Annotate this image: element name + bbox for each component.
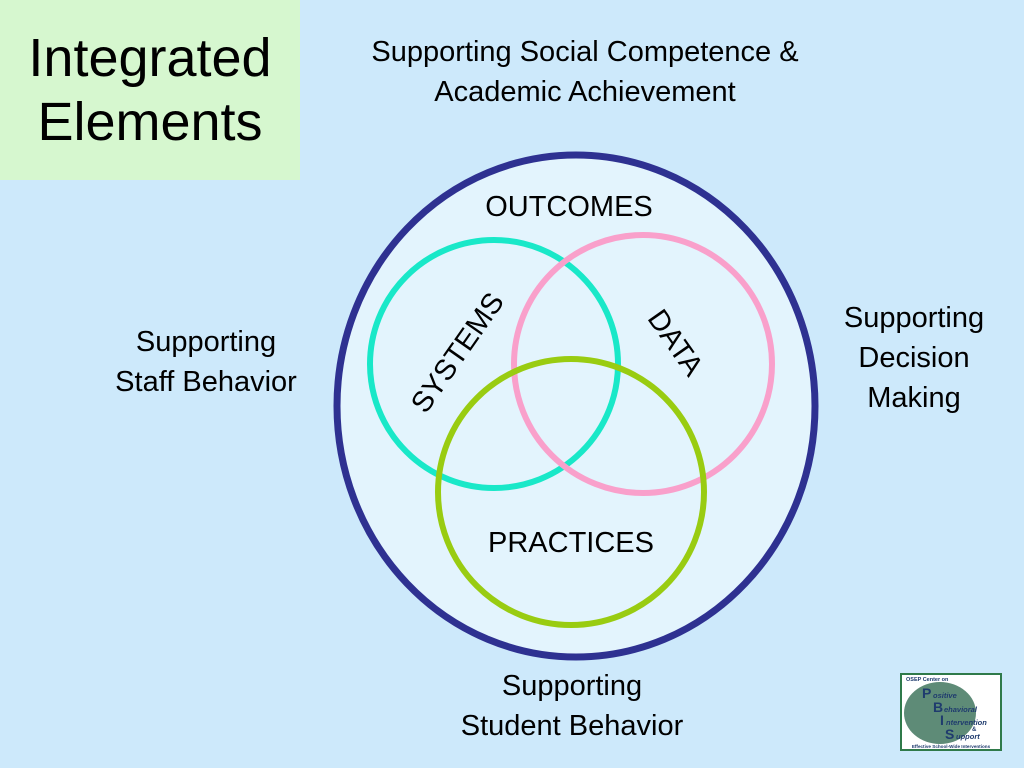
data-circle: [511, 232, 775, 496]
logo-letter-s: S: [945, 726, 954, 742]
right-label-line-1: Supporting: [843, 302, 985, 334]
outcomes-label: OUTCOMES: [485, 191, 653, 223]
title-box: Integrated Elements: [0, 0, 300, 180]
title-line-1: Integrated: [28, 28, 272, 88]
supporting-student-behavior-label: Supporting Student Behavior: [420, 666, 724, 746]
title-line-2: Elements: [37, 92, 263, 152]
logo-disc: [904, 682, 976, 744]
supporting-decision-making-label: Supporting Decision Making: [814, 298, 1014, 418]
logo-line-p: ositive: [933, 691, 957, 700]
logo-amp: &: [972, 727, 977, 733]
top-label-line-2: Academic Achievement: [434, 76, 736, 108]
practices-circle: [435, 356, 707, 628]
bottom-label-line-1: Supporting: [501, 670, 643, 702]
logo-line-b: ehavioral: [944, 705, 978, 714]
top-label-line-1: Supporting Social Competence &: [371, 36, 799, 68]
logo-footer: Effective School-Wide Interventions: [912, 744, 991, 749]
right-label-line-2: Decision: [858, 342, 970, 374]
logo-letter-b: B: [933, 699, 943, 715]
left-label-line-1: Supporting: [135, 326, 277, 358]
pbis-logo: OSEP Center on P ositive B ehavioral I n…: [900, 673, 1002, 751]
logo-line-i: ntervention: [946, 718, 987, 727]
right-label-line-3: Making: [867, 382, 961, 414]
logo-letter-i: I: [940, 712, 944, 728]
systems-circle: [367, 237, 621, 491]
logo-header: OSEP Center on: [906, 677, 949, 683]
supporting-social-competence-label: Supporting Social Competence & Academic …: [322, 32, 848, 112]
logo-letter-p: P: [922, 685, 931, 701]
left-label-line-2: Staff Behavior: [115, 366, 297, 398]
supporting-staff-behavior-label: Supporting Staff Behavior: [90, 322, 322, 402]
outcomes-outer-ellipse: [333, 151, 819, 661]
practices-label: PRACTICES: [488, 527, 654, 559]
logo-line-s: upport: [956, 732, 980, 741]
bottom-label-line-2: Student Behavior: [460, 710, 684, 742]
